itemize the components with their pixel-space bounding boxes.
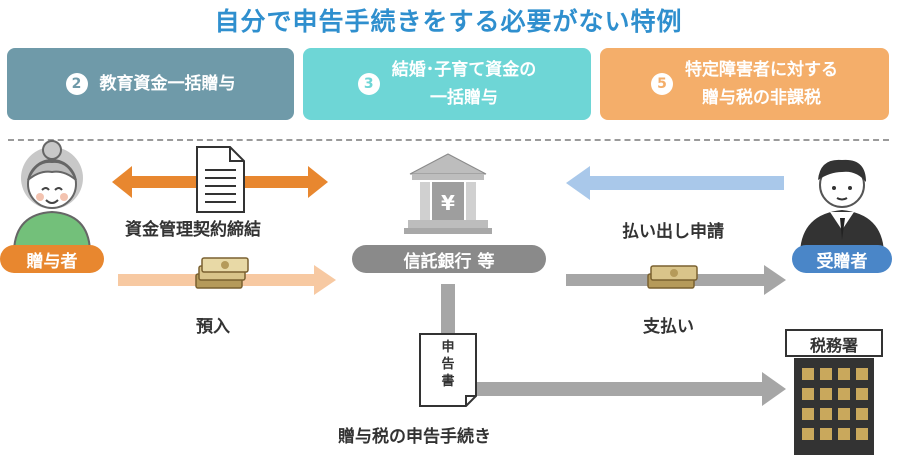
tax-filing-label: 贈与税の申告手続き	[338, 427, 491, 447]
section-divider	[8, 139, 889, 141]
giver-label: 贈与者	[0, 245, 104, 273]
contract-document-icon	[196, 146, 245, 213]
withdraw-request-arrow	[566, 166, 784, 200]
card-disability-tax-exemption: 5 特定障害者に対する 贈与税の非課税	[600, 48, 889, 120]
card-label: 教育資金一括贈与	[99, 74, 236, 94]
payment-money-icon	[647, 265, 698, 289]
deposit-label: 預入	[196, 317, 230, 337]
card-label: 特定障害者に対する 贈与税の非課税	[685, 60, 838, 108]
tax-office-sign: 税務署	[809, 336, 858, 355]
page-title: 自分で申告手続きをする必要がない特例	[214, 7, 683, 36]
trust-bank-label: 信託銀行 等	[352, 245, 546, 273]
yen-symbol: ¥	[441, 191, 455, 215]
contract-label: 資金管理契約締結	[125, 220, 261, 240]
payment-label: 支払い	[643, 317, 694, 337]
tax-return-document-icon	[419, 333, 477, 407]
card-marriage-childcare-gift: 3 結婚･子育て資金の 一括贈与	[303, 48, 591, 120]
withdraw-request-label: 払い出し申請	[622, 222, 724, 242]
card-number-badge: 3	[357, 73, 380, 95]
deposit-money-icon	[195, 257, 249, 289]
tax-return-document-text: 申 告 書	[441, 340, 455, 389]
card-number-badge: 2	[65, 73, 88, 95]
tax-office-icon	[785, 329, 883, 455]
card-label: 結婚･子育て資金の 一括贈与	[391, 60, 537, 108]
giver-avatar-icon	[12, 140, 92, 251]
card-number-badge: 5	[651, 73, 673, 95]
card-education-gift: 2 教育資金一括贈与	[7, 48, 294, 120]
receiver-label: 受贈者	[792, 245, 892, 273]
bank-icon	[404, 153, 492, 234]
receiver-avatar-icon	[800, 159, 884, 252]
tax-filing-arrow	[441, 372, 786, 406]
